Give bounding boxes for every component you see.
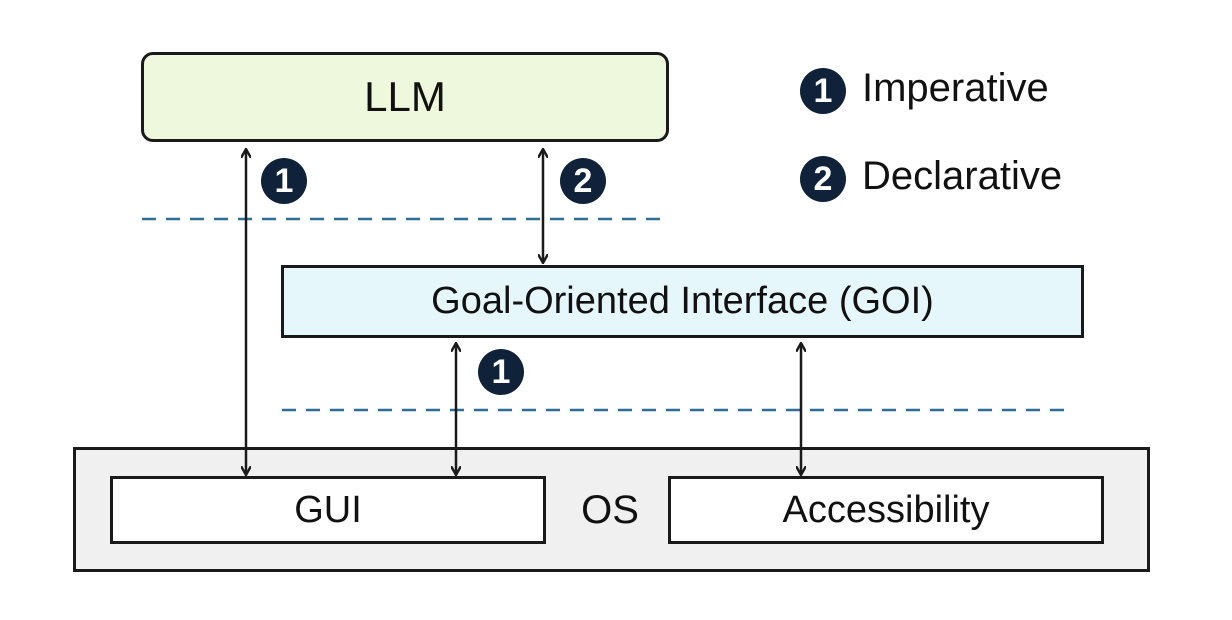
- llm-label: LLM: [364, 73, 446, 120]
- os-label: OS: [581, 487, 639, 532]
- legend-label-declarative: Declarative: [862, 154, 1063, 198]
- goi-label: Goal-Oriented Interface (GOI): [431, 280, 934, 322]
- badge-declarative-llm-goi: 2: [560, 158, 606, 204]
- llm-box: LLM: [141, 52, 669, 142]
- accessibility-label: Accessibility: [782, 488, 990, 531]
- gui-box: GUI: [110, 476, 546, 544]
- accessibility-box: Accessibility: [668, 476, 1104, 544]
- gui-label: GUI: [294, 488, 362, 531]
- badge-imperative-goi-gui: 1: [478, 349, 524, 395]
- legend-badge-declarative: 2: [800, 156, 846, 202]
- goi-box: Goal-Oriented Interface (GOI): [281, 265, 1084, 338]
- badge-imperative-llm-gui: 1: [261, 158, 307, 204]
- legend-label-imperative: Imperative: [862, 66, 1049, 110]
- legend-badge-imperative: 1: [800, 68, 846, 114]
